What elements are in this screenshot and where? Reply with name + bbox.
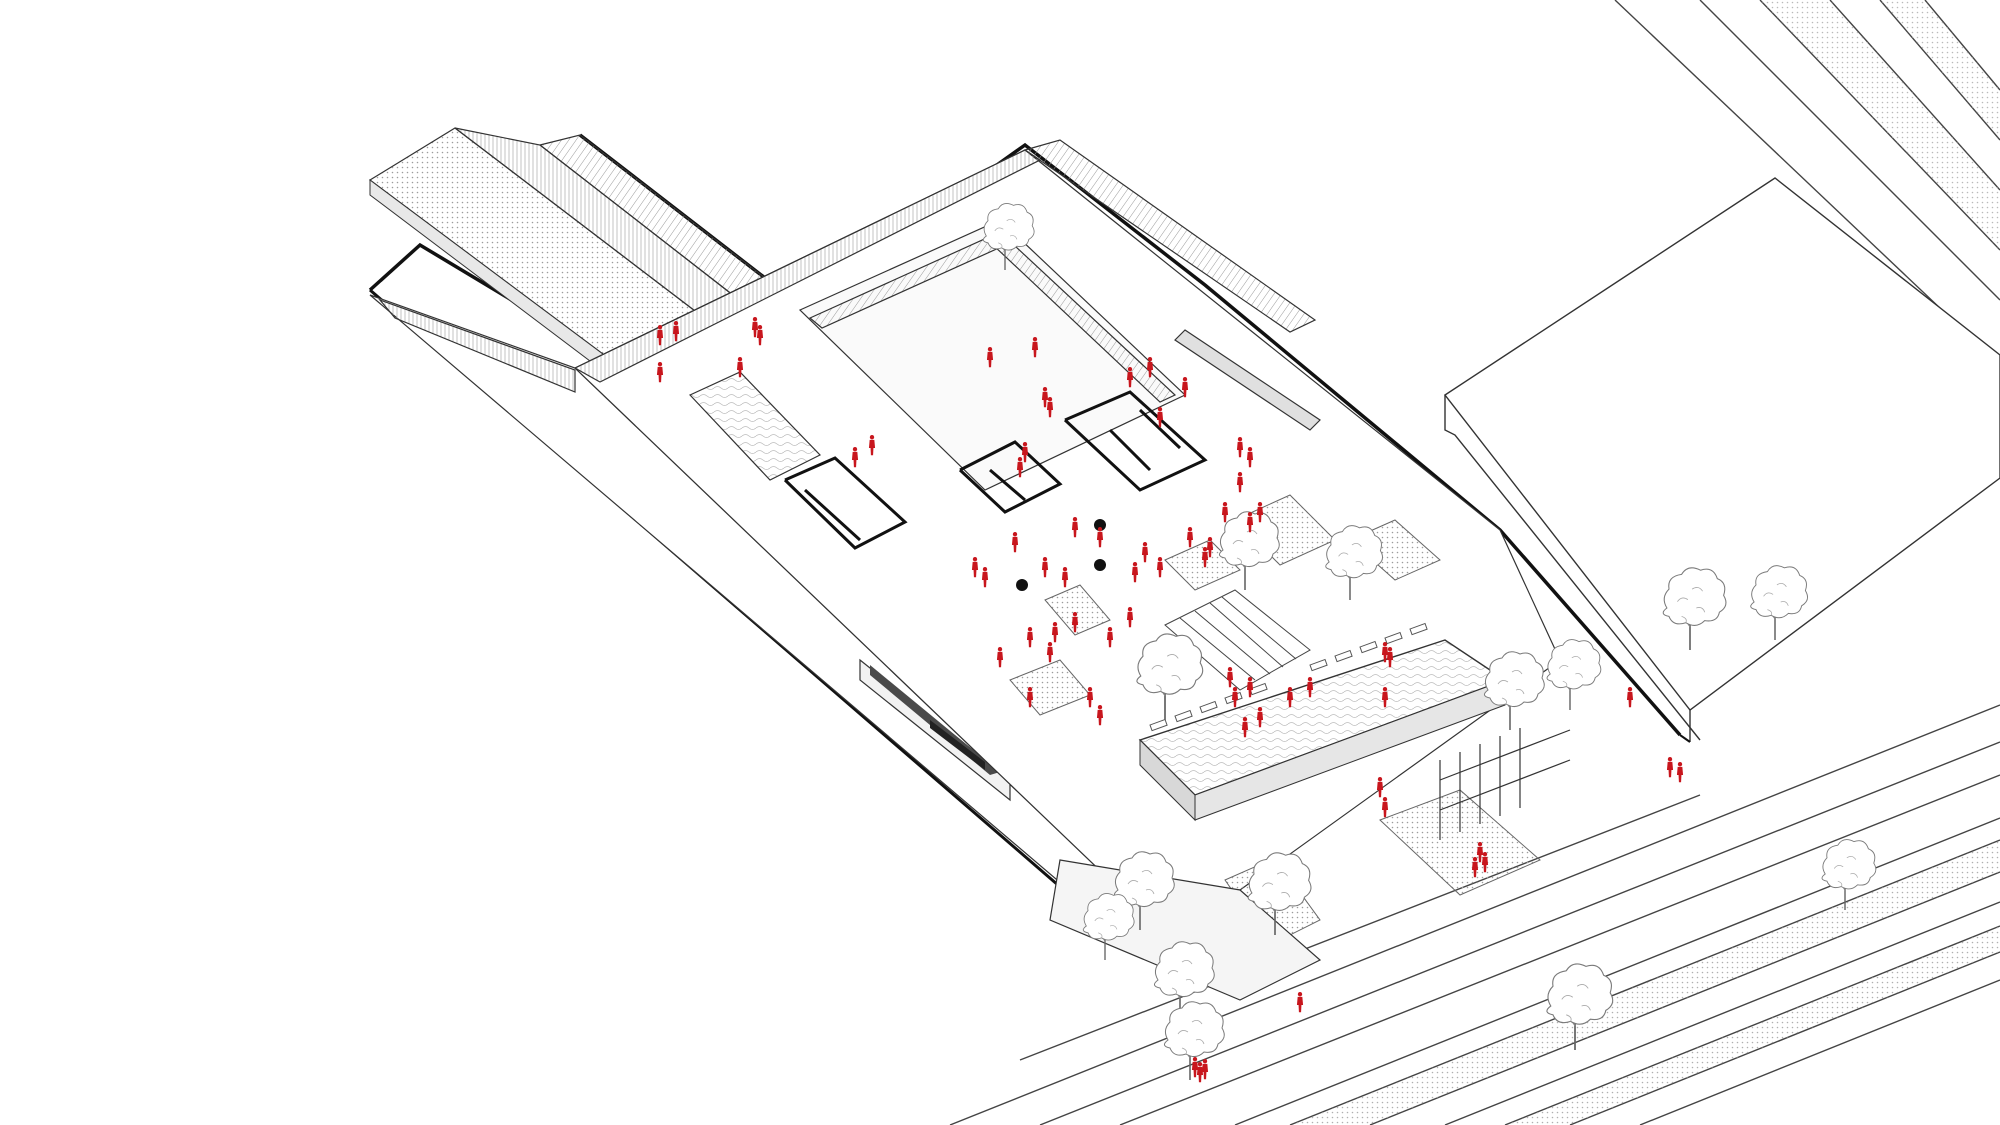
- north-roof-block: [368, 127, 802, 397]
- upper-strip-dots-2: [1880, 0, 2000, 140]
- road-dotted-strip-2: [1505, 926, 2000, 1125]
- pool-west: [688, 371, 821, 481]
- amphitheatre-steps: [1164, 589, 1311, 691]
- neighbour-building: [1443, 177, 2000, 742]
- pool-south: [1138, 639, 1507, 822]
- columns: [1016, 519, 1106, 591]
- west-facade-wing: [369, 294, 1111, 927]
- upper-strip-dots: [1760, 0, 2000, 250]
- interior-walls: [783, 390, 1208, 550]
- road-dotted-strip-1: [1290, 840, 2000, 1125]
- sun-loungers: [1149, 622, 1428, 732]
